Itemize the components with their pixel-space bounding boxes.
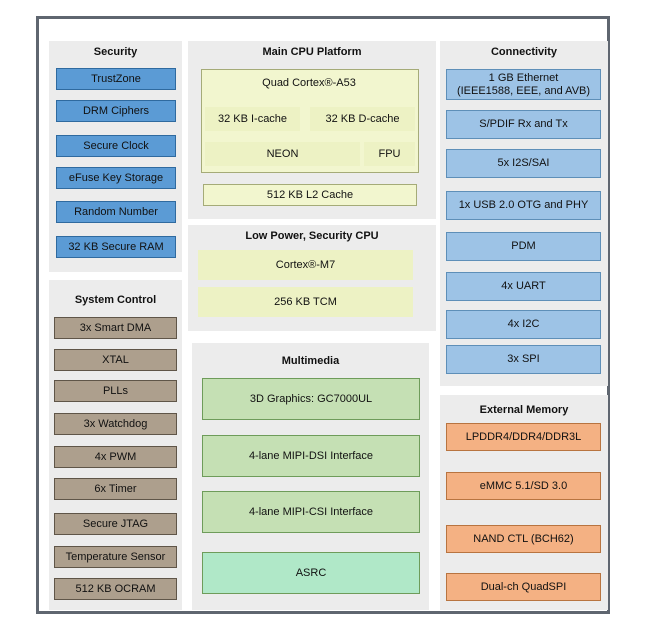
- block-diagram-frame: Security TrustZone DRM Ciphers Secure Cl…: [36, 16, 610, 614]
- system-block-pwm: 4x PWM: [54, 446, 177, 468]
- security-panel: Security TrustZone DRM Ciphers Secure Cl…: [49, 41, 182, 272]
- low-power-cpu-title: Low Power, Security CPU: [245, 230, 379, 242]
- quadspi-block: Dual-ch QuadSPI: [446, 573, 601, 601]
- security-block-secure-clock: Secure Clock: [56, 135, 176, 157]
- mipi-dsi-block: 4-lane MIPI-DSI Interface: [202, 435, 420, 477]
- external-memory-title: External Memory: [479, 404, 569, 416]
- system-block-plls: PLLs: [54, 380, 177, 402]
- security-block-random-number: Random Number: [56, 201, 176, 223]
- asrc-block: ASRC: [202, 552, 420, 594]
- spdif-block: S/PDIF Rx and Tx: [446, 110, 601, 139]
- security-block-drm-ciphers: DRM Ciphers: [56, 100, 176, 122]
- security-block-efuse: eFuse Key Storage: [56, 167, 176, 189]
- connectivity-title: Connectivity: [490, 46, 557, 58]
- system-block-xtal: XTAL: [54, 349, 177, 371]
- multimedia-panel: Multimedia 3D Graphics: GC7000UL 4-lane …: [192, 343, 429, 610]
- system-block-ocram: 512 KB OCRAM: [54, 578, 177, 600]
- system-block-secure-jtag: Secure JTAG: [54, 513, 177, 535]
- quad-cortex-a53-label: Quad Cortex®-A53: [262, 76, 356, 89]
- dcache-block: 32 KB D-cache: [310, 107, 415, 131]
- i2c-block: 4x I2C: [446, 310, 601, 339]
- i2s-sai-block: 5x I2S/SAI: [446, 149, 601, 178]
- cortex-m7-block: Cortex®-M7: [198, 250, 413, 280]
- connectivity-panel: Connectivity 1 GB Ethernet (IEEE1588, EE…: [440, 41, 608, 386]
- system-block-watchdog: 3x Watchdog: [54, 413, 177, 435]
- main-cpu-panel: Main CPU Platform Quad Cortex®-A53 32 KB…: [188, 41, 436, 219]
- usb-block: 1x USB 2.0 OTG and PHY: [446, 191, 601, 220]
- spi-block: 3x SPI: [446, 345, 601, 374]
- system-block-timer: 6x Timer: [54, 478, 177, 500]
- system-control-panel: System Control 3x Smart DMA XTAL PLLs 3x…: [49, 280, 182, 610]
- mipi-csi-block: 4-lane MIPI-CSI Interface: [202, 491, 420, 533]
- security-block-trustzone: TrustZone: [56, 68, 176, 90]
- ddr-block: LPDDR4/DDR4/DDR3L: [446, 423, 601, 451]
- main-cpu-title: Main CPU Platform: [262, 46, 362, 58]
- system-block-temperature-sensor: Temperature Sensor: [54, 546, 177, 568]
- nand-block: NAND CTL (BCH62): [446, 525, 601, 553]
- external-memory-panel: External Memory LPDDR4/DDR4/DDR3L eMMC 5…: [440, 395, 608, 610]
- low-power-cpu-panel: Low Power, Security CPU Cortex®-M7 256 K…: [188, 225, 436, 331]
- 3d-graphics-block: 3D Graphics: GC7000UL: [202, 378, 420, 420]
- security-title: Security: [93, 46, 138, 58]
- l2-cache-block: 512 KB L2 Cache: [203, 184, 417, 206]
- pdm-block: PDM: [446, 232, 601, 261]
- ethernet-block: 1 GB Ethernet (IEEE1588, EEE, and AVB): [446, 69, 601, 100]
- security-block-secure-ram: 32 KB Secure RAM: [56, 236, 176, 258]
- tcm-block: 256 KB TCM: [198, 287, 413, 317]
- system-block-smart-dma: 3x Smart DMA: [54, 317, 177, 339]
- neon-block: NEON: [205, 142, 360, 166]
- system-control-title: System Control: [74, 294, 157, 306]
- icache-block: 32 KB I-cache: [205, 107, 300, 131]
- fpu-block: FPU: [364, 142, 415, 166]
- uart-block: 4x UART: [446, 272, 601, 301]
- ethernet-block-line2: (IEEE1588, EEE, and AVB): [456, 84, 591, 97]
- emmc-block: eMMC 5.1/SD 3.0: [446, 472, 601, 500]
- ethernet-block-line1: 1 GB Ethernet: [488, 71, 559, 84]
- multimedia-title: Multimedia: [281, 355, 340, 367]
